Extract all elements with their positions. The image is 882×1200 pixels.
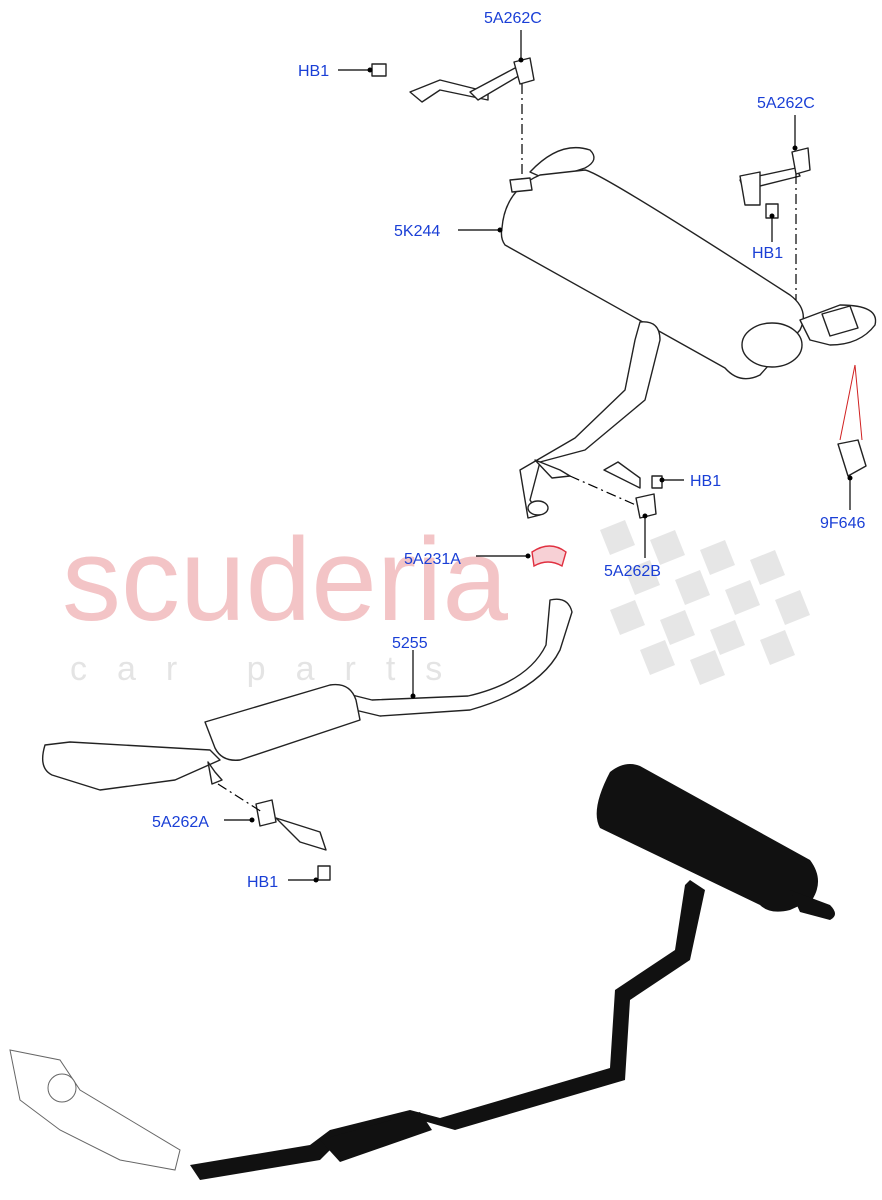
dash-line-front [217,783,263,813]
callout-5a262c-top[interactable]: 5A262C [484,10,542,27]
callout-hb1-right-upper[interactable]: HB1 [752,245,783,262]
rear-muffler-end [741,322,803,368]
clamp-5a231a [531,545,567,568]
bracket-top-assembly [371,57,535,180]
overview-thumbnail [9,764,835,1180]
actuator-lead-right [854,364,863,441]
bracket-right-assembly [739,147,811,300]
hanger-rod-top [469,67,523,101]
callout-9f646[interactable]: 9F646 [820,515,865,532]
front-pipe-section [42,741,221,791]
pipe-bend-upper [519,321,661,519]
front-hanger-stud [207,761,223,785]
rubber-isolator-right [791,147,811,175]
hanger-bracket-mid [603,461,641,489]
rubber-isolator-front [255,799,277,827]
callout-5a231a[interactable]: 5A231A [404,551,461,568]
pipe-end-upper [527,500,549,516]
hanger-bracket-top [409,79,489,103]
thumb-tailpipe [790,890,835,920]
dash-line-mid [569,475,639,507]
valve-housing [821,305,859,337]
rubber-isolator-top [513,57,535,85]
callout-5255[interactable]: 5255 [392,635,428,652]
rear-muffler-body [500,169,804,380]
callout-hb1-top-left[interactable]: HB1 [298,63,329,80]
bolt-front [317,865,331,881]
bolt-right [765,203,779,219]
rear-muffler-assembly [500,146,877,380]
pipe-hanger-stud-mid [534,459,571,479]
callout-5k244[interactable]: 5K244 [394,223,440,240]
hanger-bracket-front [275,817,327,851]
watermark-brand: scuderia [62,514,508,646]
thumb-catalyst-inlet [47,1073,77,1103]
watermark: scuderia car parts [62,514,810,688]
rubber-isolator-mid [635,493,657,519]
watermark-checkerboard [600,520,810,685]
actuator-assembly [837,364,867,477]
bolt-top-left [371,63,387,77]
thumb-rear-muffler [596,764,819,912]
thumb-pipe [190,880,705,1180]
bracket-front-assembly [217,783,331,881]
valve-actuator-9f646 [837,439,867,477]
thumb-catalyst [9,1049,181,1171]
pipe-front-section [42,598,573,791]
pipe-rear-section [519,321,661,519]
callout-5a262b[interactable]: 5A262B [604,563,661,580]
callout-labels: HB1 5A262C 5A262C HB1 5K244 HB1 5A262B 5… [152,10,865,891]
actuator-lead-left [839,364,856,441]
callout-5a262a[interactable]: 5A262A [152,814,209,831]
leader-lines [224,30,853,883]
muffler-hanger-stud [509,177,533,193]
hanger-bracket-right [739,171,761,206]
pipe-5255-rear [351,598,573,717]
bolt-mid [651,475,663,489]
bracket-mid-assembly [569,461,663,519]
callout-hb1-bottom[interactable]: HB1 [247,874,278,891]
callout-hb1-mid[interactable]: HB1 [690,473,721,490]
clamp-assembly [531,545,567,568]
callout-5a262c-right[interactable]: 5A262C [757,95,815,112]
front-resonator [204,683,361,761]
watermark-tagline: car parts [70,650,472,688]
thumb-front-resonator [320,1112,432,1162]
tailpipe-hanger-left [529,146,595,181]
